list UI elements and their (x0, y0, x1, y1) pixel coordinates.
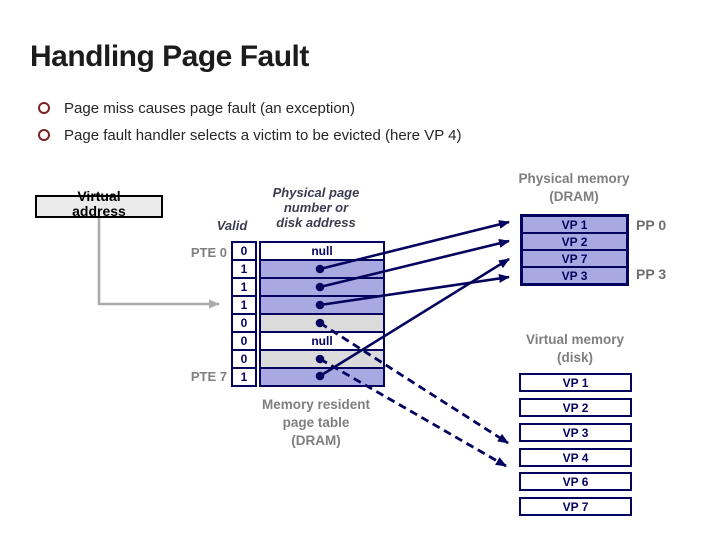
valid-bit: 1 (233, 277, 255, 295)
bullet-text: Page fault handler selects a victim to b… (64, 126, 462, 144)
virtual-address-box (35, 195, 163, 218)
pte-entry (261, 295, 383, 313)
bullet-circle-icon (38, 129, 50, 141)
virtual-address-to-pte3-arrow (97, 218, 220, 309)
page-title: Handling Page Fault (30, 40, 309, 73)
bullet-item: Page miss causes page fault (an exceptio… (38, 98, 678, 118)
valid-column-header: Valid (216, 218, 248, 233)
virtual-address-label: Virtual address (72, 188, 126, 219)
page-table-valid-column: 0 1 1 1 0 0 0 1 (231, 241, 257, 387)
physical-memory-box: VP 1 VP 2 VP 7 VP 3 (520, 214, 629, 286)
page-table-caption: Memory resident page table (DRAM) (261, 397, 371, 448)
disk-page: VP 3 (519, 423, 632, 442)
disk-page: VP 1 (519, 373, 632, 392)
bullet-item: Page fault handler selects a victim to b… (38, 125, 678, 145)
pte0-label: PTE 0 (190, 245, 227, 260)
pte-entry (261, 259, 383, 277)
ppn-column-header: Physical page number or disk address (272, 185, 360, 230)
disk-page: VP 6 (519, 472, 632, 491)
physical-page: VP 7 (523, 249, 626, 266)
disk-caption: Virtual memory (disk) (525, 332, 625, 365)
page-table-data-column: null null (259, 241, 385, 387)
pp0-label: PP 0 (636, 217, 667, 233)
bullet-text: Page miss causes page fault (an exceptio… (64, 99, 355, 117)
pte-entry (261, 313, 383, 331)
physical-page: VP 2 (523, 232, 626, 249)
disk-page: VP 7 (519, 497, 632, 516)
pte-entry (261, 367, 383, 385)
bullet-circle-icon (38, 102, 50, 114)
pte-entry (261, 277, 383, 295)
valid-bit: 1 (233, 295, 255, 313)
valid-bit: 1 (233, 367, 255, 385)
physical-page: VP 3 (523, 266, 626, 283)
valid-bit: 0 (233, 331, 255, 349)
valid-bit: 1 (233, 259, 255, 277)
disk-page: VP 4 (519, 448, 632, 467)
valid-bit: 0 (233, 313, 255, 331)
valid-bit: 0 (233, 349, 255, 367)
valid-bit: 0 (240, 244, 248, 258)
physical-memory-caption: Physical memory (DRAM) (518, 171, 630, 204)
pp3-label: PP 3 (636, 266, 667, 282)
pte-entry (261, 349, 383, 367)
physical-page: VP 1 (523, 217, 626, 232)
pte-entry: null (261, 331, 383, 349)
pte-entry: null (261, 243, 383, 259)
disk-page: VP 2 (519, 398, 632, 417)
pte7-label: PTE 7 (190, 369, 227, 384)
